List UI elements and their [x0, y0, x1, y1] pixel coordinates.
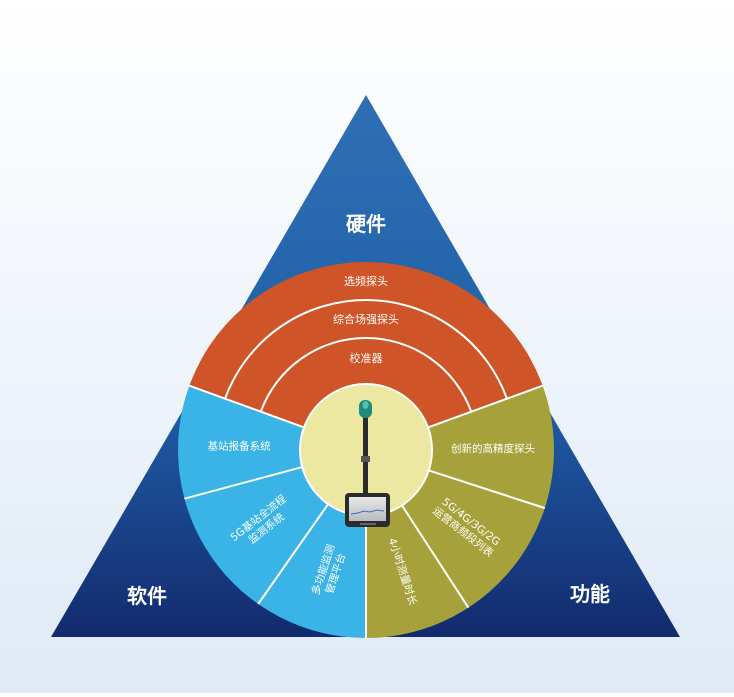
hardware-ring-label: 综合场强探头 — [333, 312, 399, 326]
corner-label-function: 功能 — [570, 582, 610, 606]
circle-sectors — [177, 262, 554, 638]
measurement-device-icon — [345, 400, 390, 527]
function-sector — [366, 385, 554, 638]
function-divider — [428, 469, 546, 510]
function-item-label-line: 创新的高精度探头 — [451, 442, 535, 455]
software-divider — [184, 466, 303, 500]
function-divider — [401, 504, 470, 609]
corner-label-hardware: 硬件 — [346, 212, 386, 236]
hardware-ring-divider — [224, 299, 508, 400]
software-sector — [177, 385, 366, 638]
hardware-sector — [189, 262, 543, 428]
sector-boundary — [427, 384, 544, 429]
function-item-label: 创新的高精度探头 — [451, 442, 535, 455]
hardware-ring-divider — [259, 336, 473, 413]
hardware-ring-label: 选频探头 — [344, 274, 388, 288]
software-item-label: 基站报备系统 — [208, 440, 271, 453]
hardware-ring-label: 校准器 — [350, 351, 383, 365]
sector-boundary — [188, 384, 305, 429]
software-divider — [257, 503, 329, 605]
software-item-label-line: 基站报备系统 — [208, 440, 271, 453]
corner-label-software: 软件 — [127, 584, 167, 608]
